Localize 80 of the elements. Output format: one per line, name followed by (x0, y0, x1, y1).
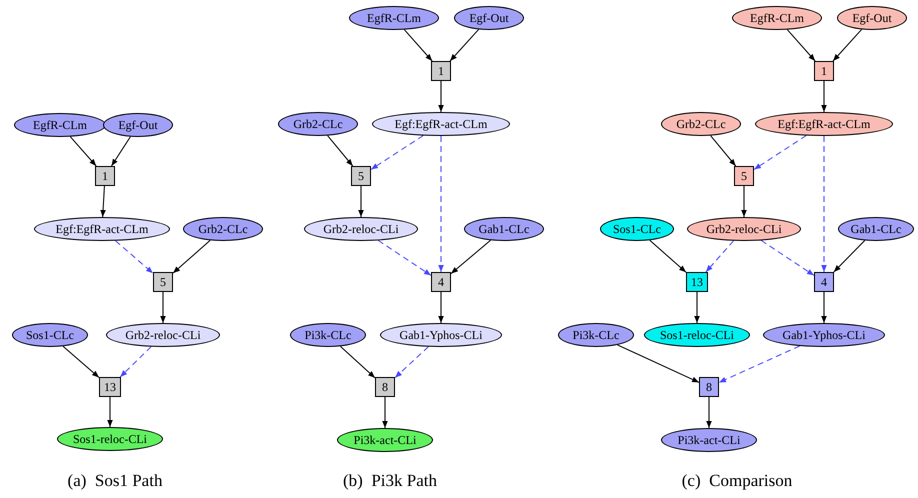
arrow (832, 28, 862, 62)
arrow (394, 346, 429, 378)
species-ellipse: Sos1-CLc (600, 217, 674, 241)
arrow (710, 135, 736, 166)
arrow (340, 346, 376, 378)
arrow (110, 136, 131, 166)
arrow (382, 396, 388, 428)
arrow (821, 80, 827, 112)
species-ellipse: Sos1-reloc-CLi (644, 323, 750, 347)
arrow (617, 344, 700, 383)
species-ellipse: Egf-Out (454, 6, 524, 30)
reaction-box: 1 (814, 61, 834, 81)
panel-caption: (c) Comparison (682, 472, 792, 489)
species-ellipse: Gab1-Yphos-CLi (763, 323, 885, 347)
reaction-box: 8 (699, 377, 719, 397)
species-ellipse: Grb2-CLc (183, 217, 263, 241)
arrow (115, 240, 154, 274)
reaction-box: 13 (99, 377, 121, 397)
arrow (649, 240, 686, 273)
reaction-box: 5 (734, 166, 754, 186)
reaction-box: 4 (814, 272, 834, 292)
species-ellipse: Pi3k-act-CLi (337, 428, 433, 452)
species-ellipse: Gab1-Yphos-CLi (380, 323, 502, 347)
species-ellipse: Sos1-reloc-CLi (57, 427, 163, 451)
species-ellipse: Grb2-CLc (661, 112, 741, 136)
species-ellipse: Egf:EgfR-act-CLm (34, 217, 170, 241)
arrow (694, 292, 700, 324)
species-ellipse: Grb2-reloc-CLi (304, 217, 418, 241)
arrow (370, 135, 424, 170)
arrow (70, 136, 97, 166)
arrow (786, 29, 816, 62)
arrow (706, 396, 712, 428)
species-ellipse: Egf-Out (103, 113, 173, 137)
arrow (450, 28, 480, 62)
species-ellipse: Pi3k-CLc (558, 323, 634, 347)
species-ellipse: EgfR-CLm (14, 113, 106, 137)
arrow (833, 240, 866, 272)
arrow (378, 240, 432, 276)
arrow (705, 240, 734, 272)
arrow (438, 80, 444, 112)
panel-caption: (a) Sos1 Path (68, 472, 162, 489)
arrow (718, 346, 800, 383)
arrow (760, 240, 814, 276)
reaction-box: 5 (153, 272, 173, 292)
panel-caption: (b) Pi3k Path (343, 472, 437, 489)
species-ellipse: Gab1-CLc (838, 217, 914, 241)
species-ellipse: Egf:EgfR-act-CLm (372, 112, 510, 136)
arrow (120, 346, 152, 378)
species-ellipse: EgfR-CLm (732, 6, 822, 30)
arrow (160, 292, 166, 324)
arrow (821, 292, 827, 324)
arrow (172, 240, 211, 274)
species-ellipse: Grb2-CLc (278, 112, 358, 136)
reaction-box: 4 (431, 272, 451, 292)
arrow (741, 186, 747, 218)
arrow (438, 136, 444, 272)
reaction-box: 5 (351, 166, 371, 186)
species-ellipse: Egf-Out (837, 6, 907, 30)
arrow (450, 240, 492, 274)
reaction-box: 1 (95, 166, 115, 186)
arrow (100, 186, 106, 218)
arrow (358, 186, 364, 218)
arrow (404, 29, 433, 62)
arrow (62, 346, 100, 378)
reaction-box: 8 (375, 377, 395, 397)
reaction-box: 1 (431, 61, 451, 81)
species-ellipse: Egf:EgfR-act-CLm (755, 112, 893, 136)
species-ellipse: Pi3k-act-CLi (661, 428, 757, 452)
reaction-box: 13 (686, 272, 708, 292)
arrow (754, 135, 807, 170)
species-ellipse: Grb2-reloc-CLi (106, 323, 220, 347)
species-ellipse: Gab1-CLc (464, 217, 544, 241)
arrow (438, 292, 444, 324)
species-ellipse: EgfR-CLm (349, 6, 439, 30)
species-ellipse: Grb2-reloc-CLi (687, 217, 801, 241)
species-ellipse: Sos1-CLc (12, 323, 88, 347)
arrow (327, 135, 354, 166)
arrow (821, 136, 827, 272)
arrow (107, 396, 113, 428)
species-ellipse: Pi3k-CLc (290, 323, 366, 347)
